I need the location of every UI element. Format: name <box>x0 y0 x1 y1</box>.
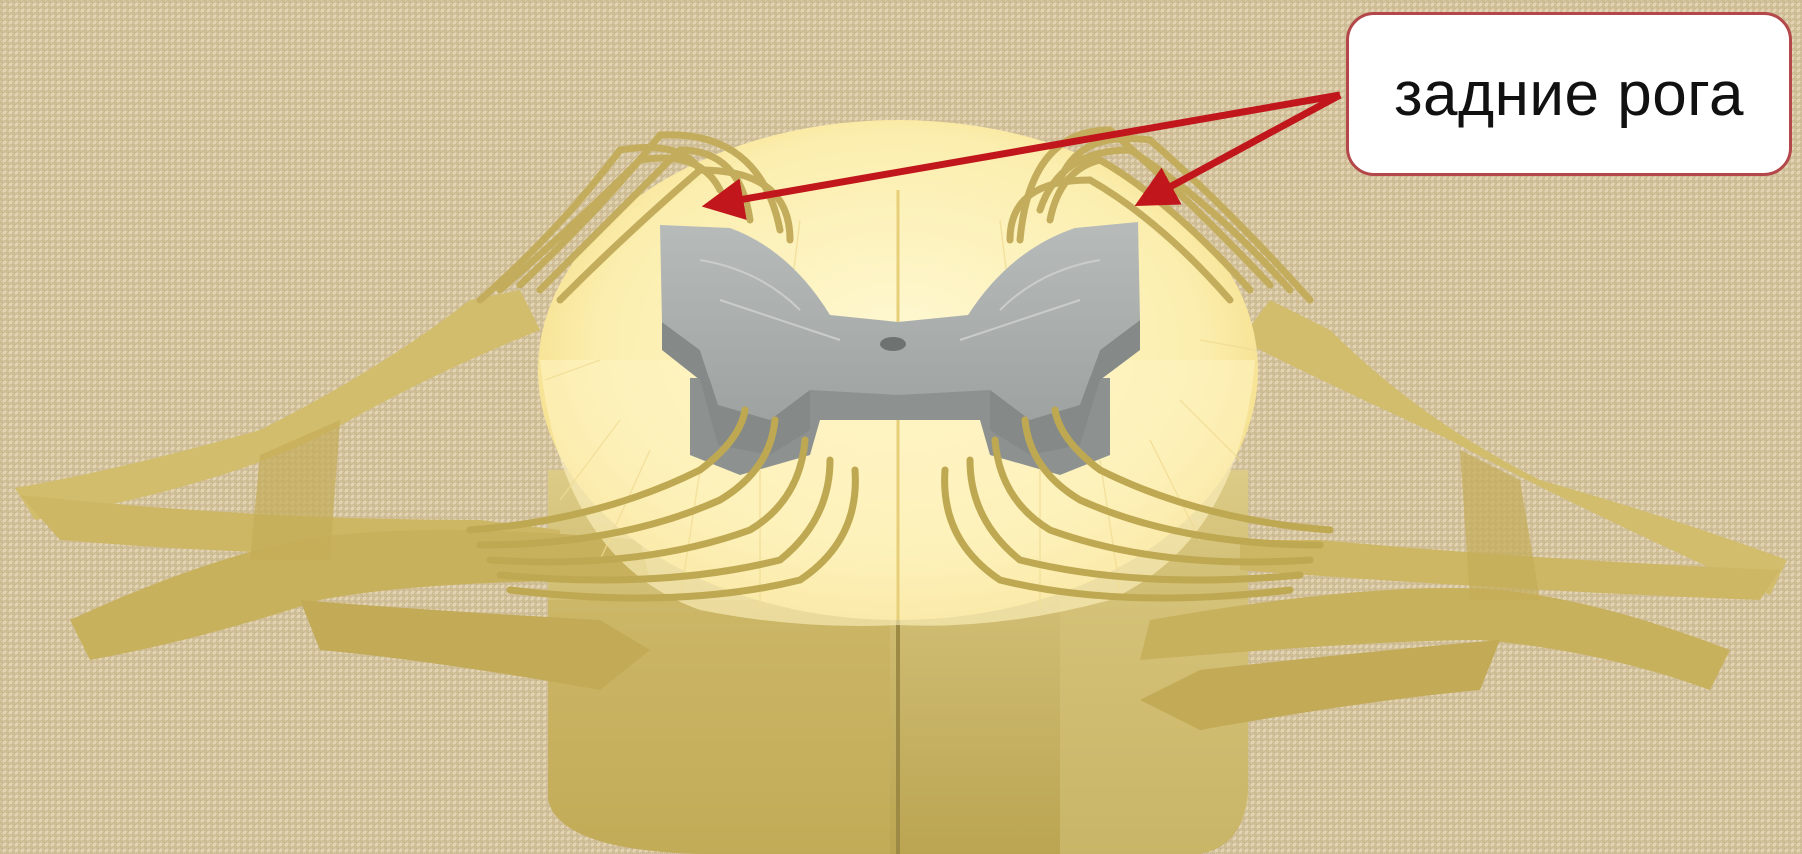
label-callout: задние рога <box>1346 12 1792 176</box>
dorsal-horns-label: задние рога <box>1394 59 1744 130</box>
